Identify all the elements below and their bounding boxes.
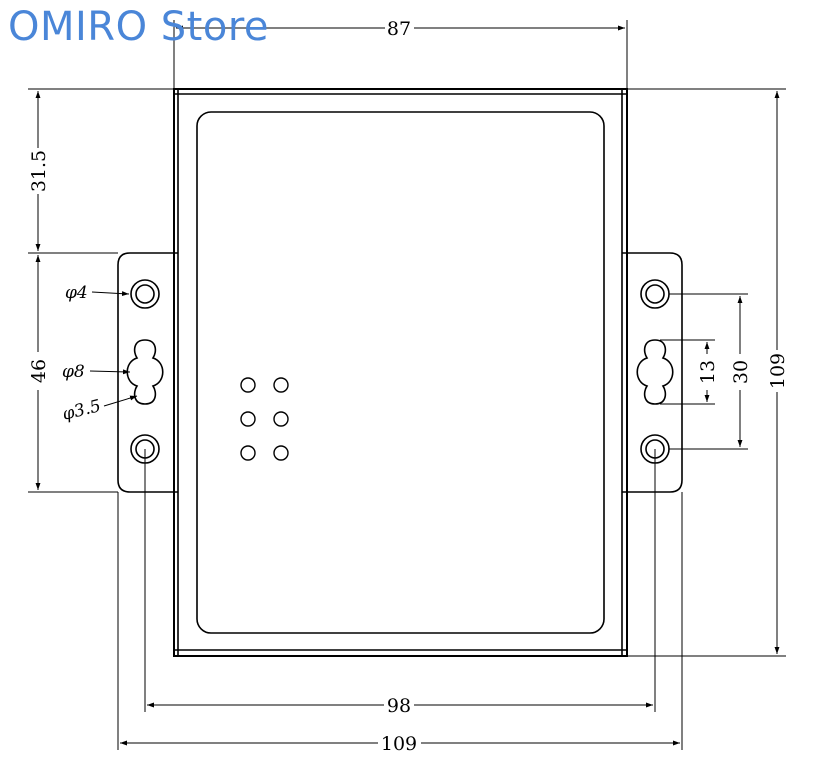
front-panel xyxy=(196,111,605,634)
keyhole-slot-left xyxy=(126,339,164,405)
mounting-hole-top-left xyxy=(130,279,160,309)
label-slot-inner: φ3.5 xyxy=(60,396,103,425)
dim-right-slot-length: 13 xyxy=(697,360,719,384)
label-slot-outer: φ8 xyxy=(62,362,85,382)
left-flange xyxy=(117,252,178,493)
keyhole-slot-right xyxy=(636,339,674,405)
dim-bottom-hole-span: 98 xyxy=(387,695,411,717)
right-flange xyxy=(622,252,683,493)
dim-top-width: 87 xyxy=(387,18,411,40)
dim-right-overall-height: 109 xyxy=(767,353,789,389)
store-watermark: OMIRO Store xyxy=(8,4,270,50)
dim-left-top-offset: 31.5 xyxy=(28,150,50,192)
mounting-hole-top-right xyxy=(640,279,670,309)
label-hole-diameter: φ4 xyxy=(65,283,88,303)
dim-left-flange-height: 46 xyxy=(28,359,50,383)
indicator-holes xyxy=(240,377,289,461)
dim-right-hole-spacing: 30 xyxy=(730,360,752,384)
dim-bottom-overall: 109 xyxy=(381,733,417,755)
enclosure-body xyxy=(173,88,628,657)
